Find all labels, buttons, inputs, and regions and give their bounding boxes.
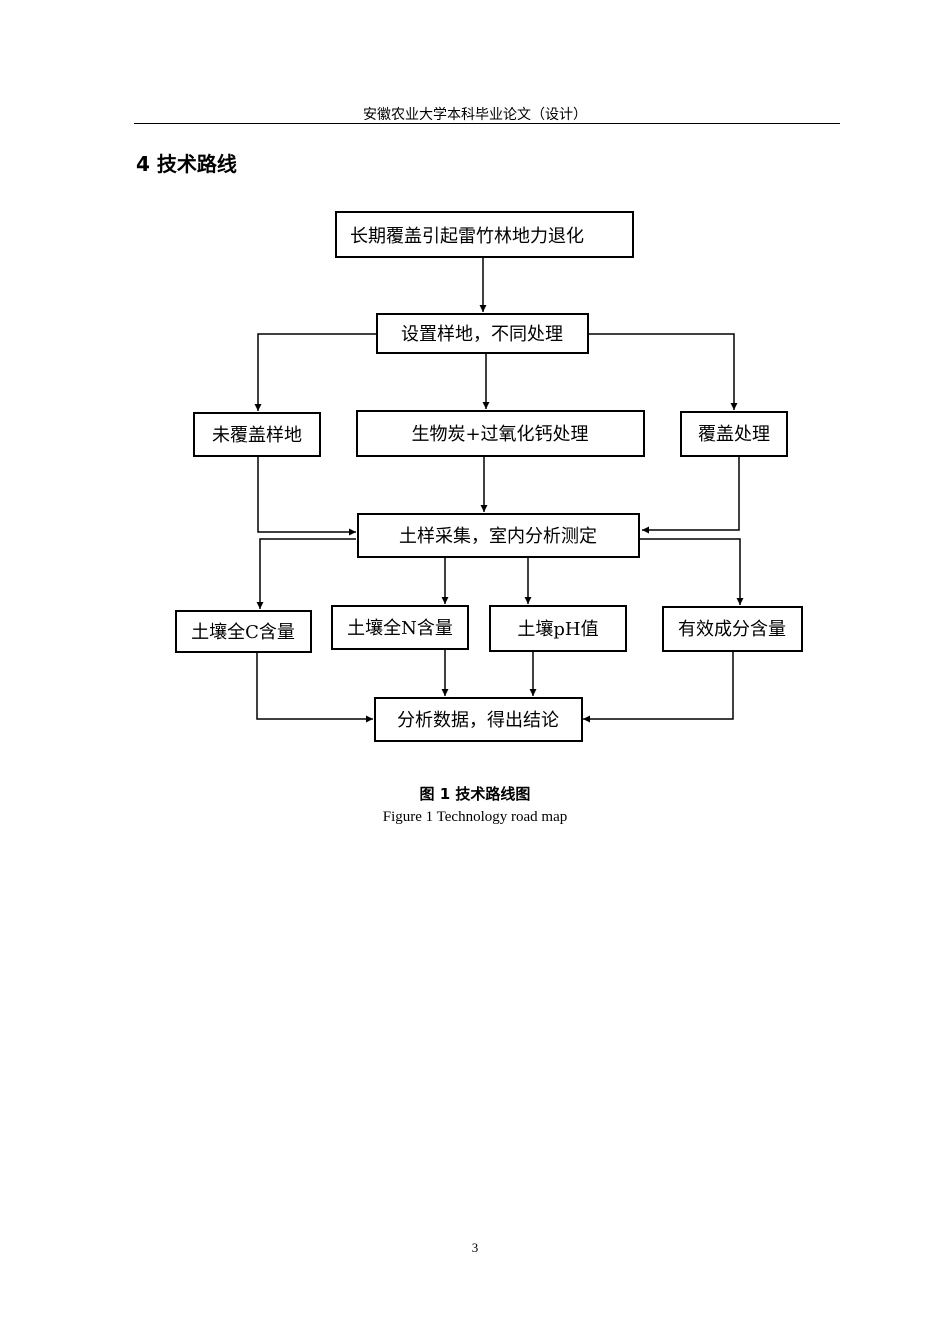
node-label: 土样采集，室内分析测定 — [399, 526, 597, 547]
running-header: 安徽农业大学本科毕业论文（设计） — [363, 107, 587, 123]
flow-node-set-plots: 设置样地，不同处理 — [376, 313, 589, 354]
node-label: 未覆盖样地 — [212, 425, 302, 446]
node-label: 土壤全N含量 — [347, 618, 453, 639]
flow-node-mulch-treatment: 覆盖处理 — [680, 411, 788, 457]
flow-node-total-carbon: 土壤全C含量 — [175, 610, 312, 653]
flow-node-soil-sampling: 土样采集，室内分析测定 — [357, 513, 640, 558]
node-label: 覆盖处理 — [698, 424, 770, 445]
arrow-n4-n5a — [256, 538, 356, 609]
flow-node-ph-value: 土壤pH值 — [489, 605, 627, 652]
arrow-n3c-n4 — [642, 456, 740, 534]
node-label: 长期覆盖引起雷竹林地力退化 — [350, 226, 584, 247]
arrow-n3a-n4 — [257, 456, 356, 536]
flow-node-soil-degradation: 长期覆盖引起雷竹林地力退化 — [335, 211, 634, 258]
header-rule — [134, 123, 840, 124]
node-label: 土壤全C含量 — [191, 622, 295, 643]
arrow-n5a-n6 — [256, 652, 373, 723]
figure-caption-english: Figure 1 Technology road map — [382, 809, 568, 825]
flow-node-conclusion: 分析数据，得出结论 — [374, 697, 583, 742]
arrow-n2-n3c — [588, 333, 738, 410]
arrow-n2-n3a — [254, 333, 377, 411]
page-number: 3 — [471, 1240, 479, 1255]
section-heading: 4 技术路线 — [136, 152, 237, 176]
flow-connectors — [254, 257, 744, 723]
node-label: 土壤pH值 — [517, 619, 598, 640]
flow-node-uncovered-plot: 未覆盖样地 — [193, 412, 321, 457]
flow-node-biochar-treatment: 生物炭+过氧化钙处理 — [356, 410, 645, 457]
node-label: 有效成分含量 — [678, 619, 786, 640]
arrow-n5d-n6 — [583, 651, 734, 723]
flow-node-available-nutrients: 有效成分含量 — [662, 606, 803, 652]
node-label: 分析数据，得出结论 — [397, 710, 559, 731]
node-label: 生物炭+过氧化钙处理 — [411, 424, 588, 445]
node-label: 设置样地，不同处理 — [401, 324, 563, 345]
figure-caption-chinese: 图 1 技术路线图 — [419, 785, 531, 803]
arrow-n4-n5d — [640, 538, 744, 605]
flow-node-total-nitrogen: 土壤全N含量 — [331, 605, 469, 650]
